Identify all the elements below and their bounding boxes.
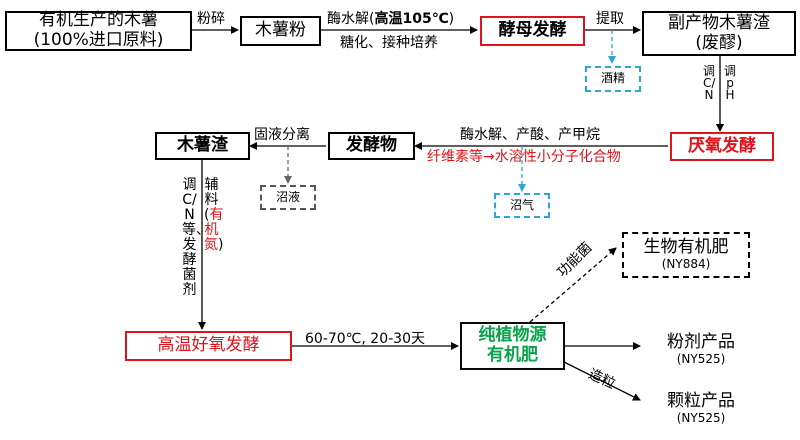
arrow-to-bio-fertilizer: [529, 247, 617, 323]
node-cassava-flour: 木薯粉: [240, 16, 321, 46]
node-powder-product: 粉剂产品 (NY525): [646, 330, 756, 370]
node-bio-line2: (NY884): [661, 256, 711, 271]
node-fertilizer-line2: 有机肥: [487, 345, 538, 365]
label-adjust-ph: 调pH: [724, 64, 737, 102]
node-alcohol-label: 酒精: [600, 71, 625, 86]
label-cellulose-conversion: 纤维素等→水溶性小分子化合物: [427, 149, 621, 165]
label-adjust-cn: 调C/N: [703, 64, 716, 102]
node-anaerobic-fermentation: 厌氧发酵: [670, 132, 774, 161]
node-biogas: 沼气: [494, 193, 550, 218]
node-raw-line2: (100%进口原料): [33, 30, 164, 50]
label-solid-liquid-separation: 固液分离: [254, 127, 310, 143]
label-extract: 提取: [596, 11, 624, 27]
node-granule-line2: (NY525): [676, 410, 726, 425]
node-raw-line1: 有机生产的木薯: [39, 10, 158, 31]
node-slurry-label: 沼液: [275, 189, 300, 204]
node-powder-line1: 粉剂产品: [667, 332, 735, 353]
node-biogas-label: 沼气: [509, 197, 534, 212]
node-aerobic-label: 高温好氧发酵: [157, 335, 260, 356]
node-granule-line1: 颗粒产品: [667, 391, 735, 412]
node-alcohol: 酒精: [585, 66, 641, 92]
label-enzyme-temp: 高温105℃: [374, 11, 449, 27]
node-yeast-fermentation: 酵母发酵: [480, 16, 585, 46]
node-cassava-residue: 木薯渣: [155, 132, 250, 160]
label-enzyme-suffix: ): [448, 11, 455, 27]
node-anaerobic-label: 厌氧发酵: [688, 135, 756, 156]
node-plant-organic-fertilizer: 纯植物源 有机肥: [460, 322, 565, 370]
node-yeast-label: 酵母发酵: [498, 20, 567, 41]
node-bio-line1: 生物有机肥: [643, 237, 729, 258]
label-crush: 粉碎: [197, 11, 225, 27]
node-byproduct-line1: 副产物木薯渣: [668, 12, 770, 33]
node-powder-line2: (NY525): [676, 351, 726, 366]
node-residue-label: 木薯渣: [177, 135, 228, 156]
arrow-to-granule: [559, 359, 641, 401]
label-adjust-cn-bacteria: 调C/N等、发酵菌剂: [182, 177, 210, 298]
node-ferment-label: 发酵物: [346, 135, 397, 156]
label-temp-time: 60-70℃, 20-30天: [305, 331, 425, 347]
node-byproduct-residue: 副产物木薯渣 (废醪): [642, 11, 796, 56]
node-bio-organic-fertilizer: 生物有机肥 (NY884): [622, 232, 750, 278]
label-enzyme-hydrolysis: 酶水解(高温105℃): [327, 11, 455, 27]
node-fertilizer-line1: 纯植物源: [478, 325, 547, 346]
label-saccharify: 糖化、接种培养: [340, 35, 438, 51]
label-hydrolysis-acid-methane: 酶水解、产酸、产甲烷: [460, 127, 600, 143]
label-organic-nitrogen: 有机氮: [204, 207, 224, 253]
node-flour-label: 木薯粉: [255, 20, 306, 41]
node-granule-product: 颗粒产品 (NY525): [646, 388, 756, 430]
node-byproduct-line2: (废醪): [695, 32, 743, 53]
node-biogas-slurry: 沼液: [260, 185, 316, 210]
node-fermentation-product: 发酵物: [328, 132, 415, 160]
label-auxiliary-open: 辅料(: [204, 177, 219, 223]
node-raw-cassava: 有机生产的木薯 (100%进口原料): [5, 11, 192, 51]
node-aerobic-fermentation: 高温好氧发酵: [125, 331, 292, 361]
label-enzyme-prefix: 酶水解(: [327, 11, 375, 27]
label-auxiliary-close: ): [218, 237, 224, 253]
label-auxiliary: 辅料(有机氮): [204, 177, 223, 253]
